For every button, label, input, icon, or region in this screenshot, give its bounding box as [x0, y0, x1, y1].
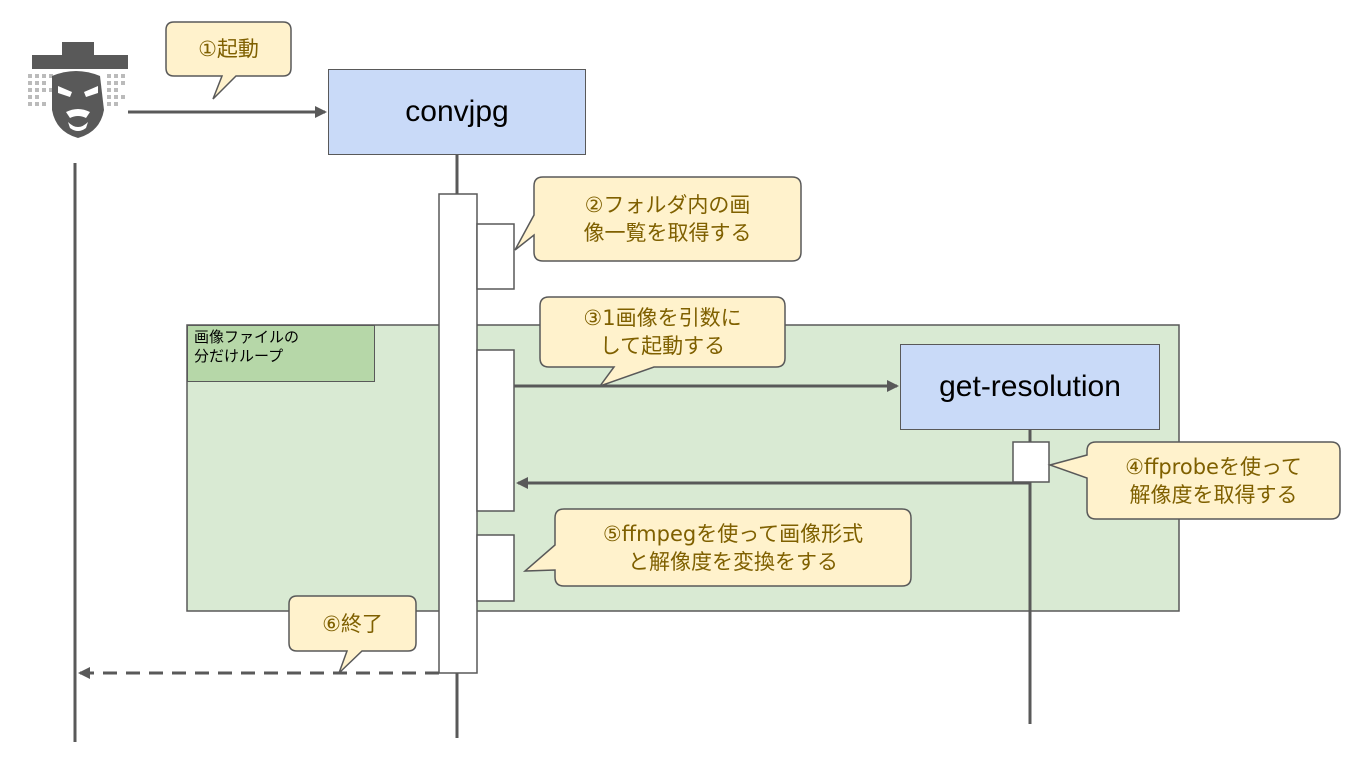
note-3-text: ③1画像を引数に して起動する: [583, 306, 742, 358]
hacker-avatar-icon: [28, 42, 128, 138]
note-callout-3: [539, 296, 786, 388]
note-callout-4: [1047, 441, 1341, 520]
participant-convjpg-label: convjpg: [405, 95, 509, 128]
note-callout-1: [165, 21, 292, 100]
note-4-text: ④ffprobeを使って 解像度を取得する: [1125, 454, 1302, 507]
activation-loop-call: [476, 349, 515, 512]
activation-ffmpeg: [476, 534, 515, 602]
note-6-text: ⑥終了: [322, 611, 383, 636]
convjpg-activation-bar: [438, 193, 478, 674]
note-2-text: ②フォルダ内の画 像一覧を取得する: [583, 193, 752, 245]
note-callout-2: [514, 176, 802, 262]
participant-get-resolution-label: get-resolution: [939, 370, 1121, 403]
activation-get-list: [476, 223, 515, 290]
participant-get-resolution: get-resolution: [900, 344, 1160, 430]
note-callout-5: [522, 508, 912, 587]
get-resolution-activation-bar: [1012, 441, 1050, 483]
loop-label: 画像ファイルの 分だけループ: [187, 325, 375, 382]
note-5-text: ⑤ffmpegを使って画像形式 と解像度を変換をする: [602, 521, 864, 574]
note-callout-6: [288, 595, 417, 674]
participant-convjpg: convjpg: [328, 69, 586, 155]
note-1-text: ①起動: [198, 37, 259, 61]
